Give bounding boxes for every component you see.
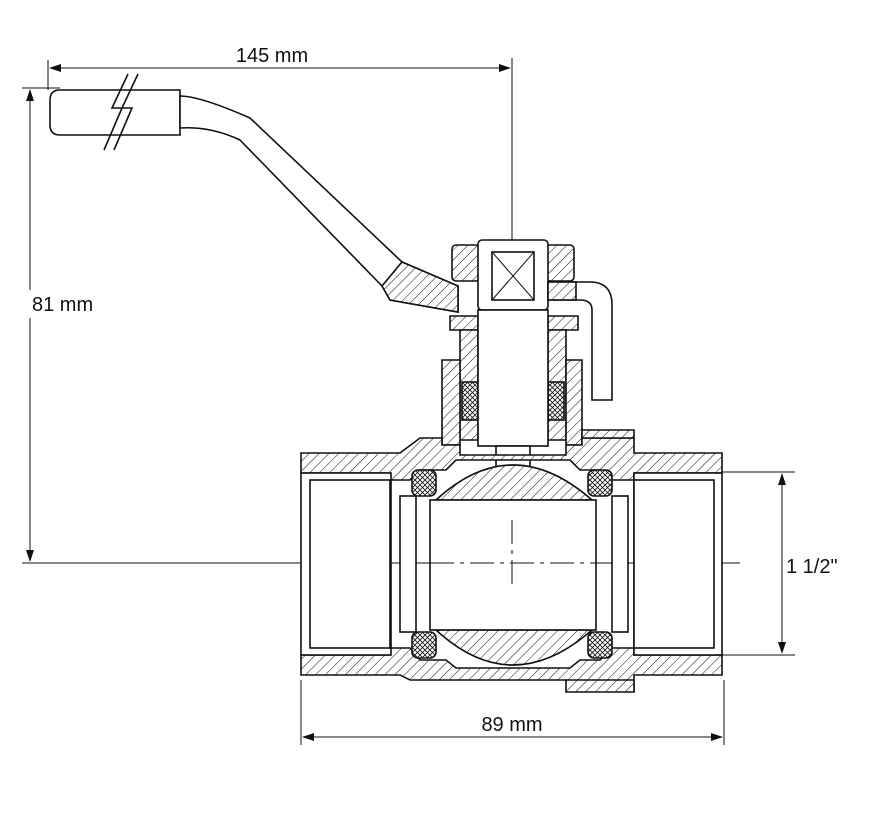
dimension-label-handle-length: 145 mm xyxy=(236,45,308,67)
dimension-body-length: 89 mm xyxy=(300,680,725,745)
thread-right xyxy=(633,472,723,656)
stop-pin xyxy=(547,281,613,401)
ball xyxy=(429,464,597,666)
thread-left xyxy=(300,472,392,656)
dimension-label-height: 81 mm xyxy=(32,294,93,316)
lever-handle xyxy=(49,73,459,313)
dimension-label-body-length: 89 mm xyxy=(481,714,542,736)
stem-nut xyxy=(451,239,575,311)
dimension-label-thread-size: 1 1/2" xyxy=(786,556,838,578)
center-lines xyxy=(430,520,600,585)
seat-rings xyxy=(399,469,629,659)
dimension-thread-size: 1 1/2" xyxy=(720,471,838,656)
body-union-nut xyxy=(565,429,635,693)
